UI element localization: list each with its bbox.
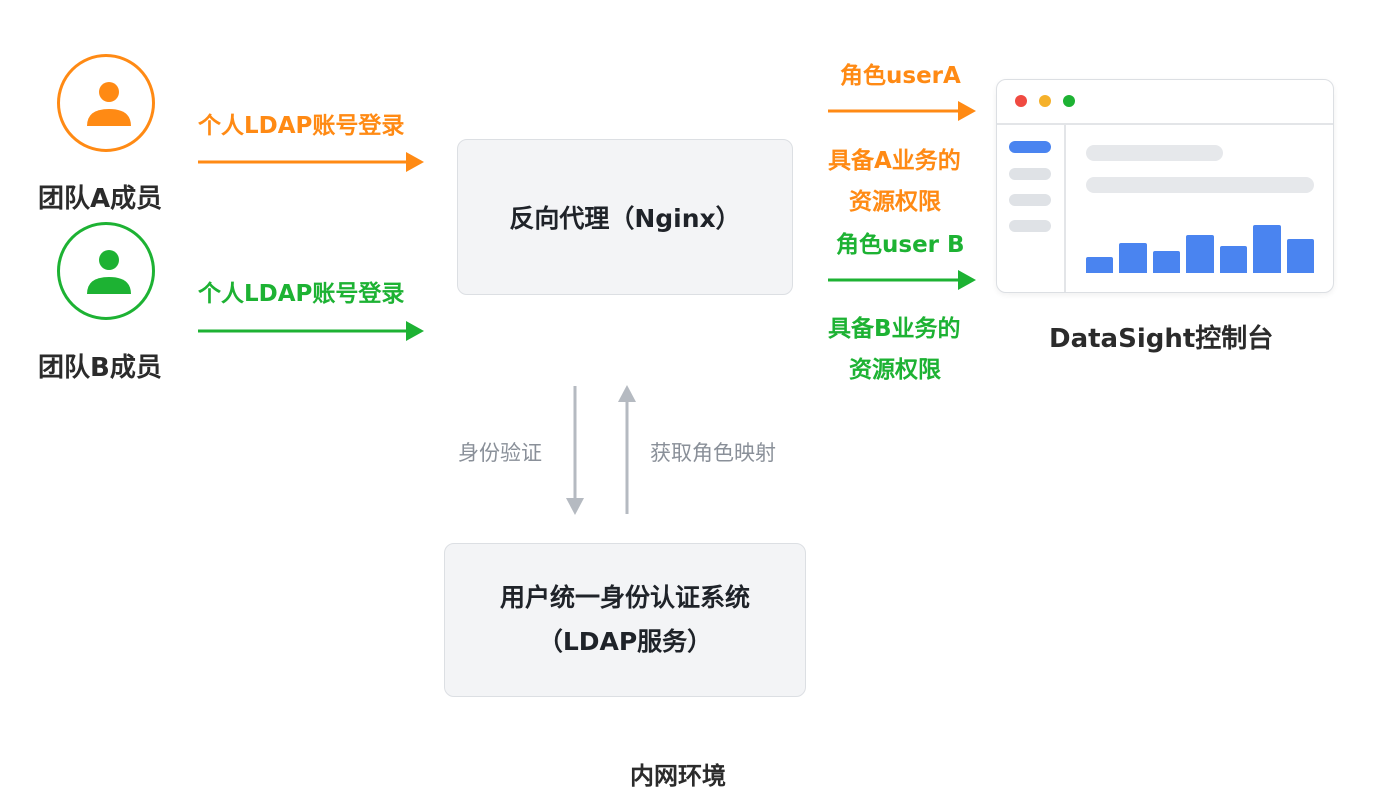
team-a-login-label: 个人LDAP账号登录 [198,113,405,139]
team-a-member-label: 团队A成员 [38,184,163,214]
reverse-proxy-box: 反向代理（Nginx） [457,139,793,295]
sidebar-item [1009,220,1051,232]
window-minimize-dot [1039,95,1051,107]
team-b-member-label: 团队B成员 [38,353,162,383]
role-b-perm-line1: 具备B业务的 [828,316,961,342]
role-b-arrow [828,270,976,290]
role-a-perm-line1: 具备A业务的 [828,148,961,174]
ldap-system-box: 用户统一身份认证系统 （LDAP服务） [444,543,806,697]
sidebar-item [1009,194,1051,206]
role-map-up-arrow [618,385,636,514]
datasight-console-window [996,79,1334,293]
window-titlebar-divider [997,123,1333,125]
content-placeholder-line [1086,177,1314,193]
ldap-system-subtitle: （LDAP服务） [537,627,713,656]
role-a-label: 角色userA [840,63,961,89]
team-a-avatar [57,54,155,152]
mini-bar-chart [1086,225,1314,273]
ldap-system-title: 用户统一身份认证系统 [499,583,750,612]
role-a-perm-line2: 资源权限 [849,189,941,215]
chart-bar [1286,239,1314,273]
role-b-label: 角色user B [836,232,965,258]
content-placeholder-line [1086,145,1223,161]
chart-bar [1119,243,1147,273]
window-close-dot [1015,95,1027,107]
team-b-avatar [57,222,155,320]
intranet-label: 内网环境 [630,762,726,790]
user-icon [87,250,131,294]
reverse-proxy-label: 反向代理（Nginx） [509,204,741,233]
chart-bar [1186,235,1214,273]
chart-bar [1086,257,1114,273]
role-mapping-label: 获取角色映射 [650,441,776,465]
team-b-login-label: 个人LDAP账号登录 [198,281,405,307]
team-b-login-arrow [198,321,424,341]
sidebar-item [1009,168,1051,180]
role-b-perm-line2: 资源权限 [849,357,941,383]
chart-bar [1253,225,1281,273]
chart-bar [1219,246,1248,273]
auth-down-arrow [566,386,584,515]
window-sidebar-divider [1064,124,1066,292]
sidebar-item-active [1009,141,1051,153]
window-maximize-dot [1063,95,1075,107]
user-icon [87,82,131,126]
auth-verify-label: 身份验证 [458,441,542,465]
team-a-login-arrow [198,152,424,172]
chart-bar [1152,251,1181,273]
role-a-arrow [828,101,976,121]
datasight-console-label: DataSight控制台 [1049,324,1274,354]
